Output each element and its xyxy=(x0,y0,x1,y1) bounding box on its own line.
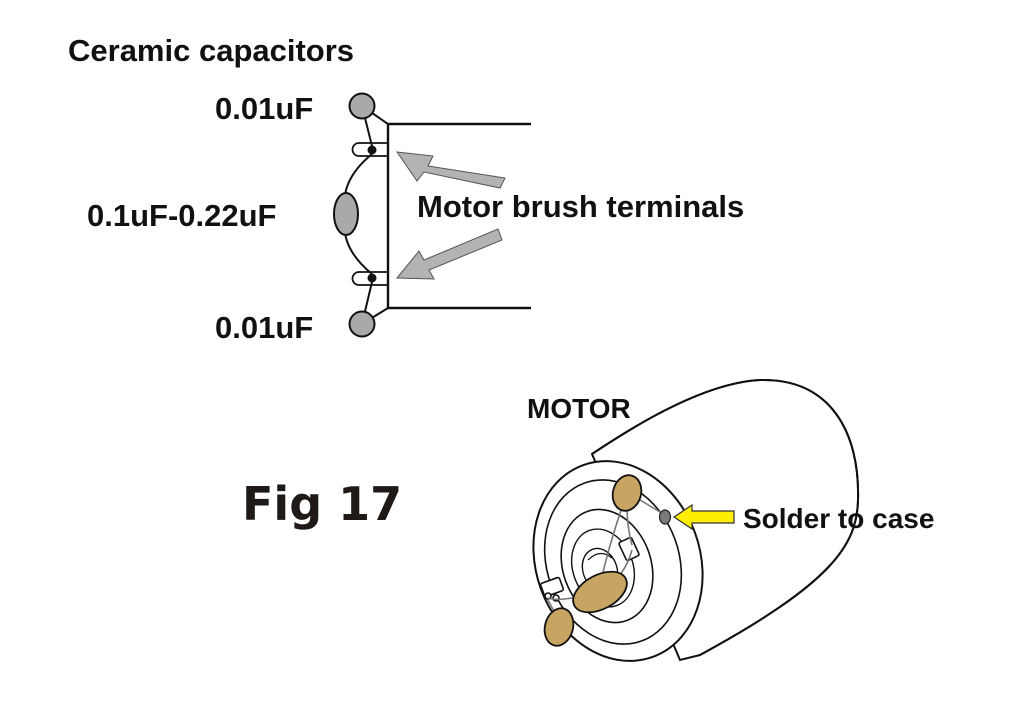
capacitor-bottom-icon xyxy=(348,310,376,338)
top-brush-terminal xyxy=(351,142,388,157)
label-cap-middle: 0.1uF-0.22uF xyxy=(87,198,277,233)
top-terminal-dot xyxy=(367,145,377,155)
arrow-to-bottom-terminal-icon xyxy=(395,228,503,280)
bottom-terminal-dot xyxy=(367,273,377,283)
label-cap-top: 0.01uF xyxy=(215,91,313,126)
label-brush-terminals: Motor brush terminals xyxy=(417,189,744,224)
solder-point-icon xyxy=(658,509,672,525)
solder-arrow-icon xyxy=(672,503,735,531)
motor-capacitor-bottom-icon xyxy=(543,607,575,647)
capacitor-top-icon xyxy=(348,92,376,120)
motor-terminal-tabs xyxy=(539,536,640,602)
capacitor-middle-icon xyxy=(333,192,359,236)
label-solder-to-case: Solder to case xyxy=(743,503,934,534)
motor-capacitor-top-icon xyxy=(611,474,643,512)
diagram-title: Ceramic capacitors xyxy=(68,33,354,68)
figure-number: Fig 17 xyxy=(242,477,402,531)
label-motor: MOTOR xyxy=(527,393,631,424)
label-cap-bottom: 0.01uF xyxy=(215,310,313,345)
arrow-to-top-terminal-icon xyxy=(395,151,506,189)
motor-capacitor-middle-icon xyxy=(572,570,628,614)
bottom-brush-terminal xyxy=(351,271,388,286)
motor-outline xyxy=(386,122,531,310)
